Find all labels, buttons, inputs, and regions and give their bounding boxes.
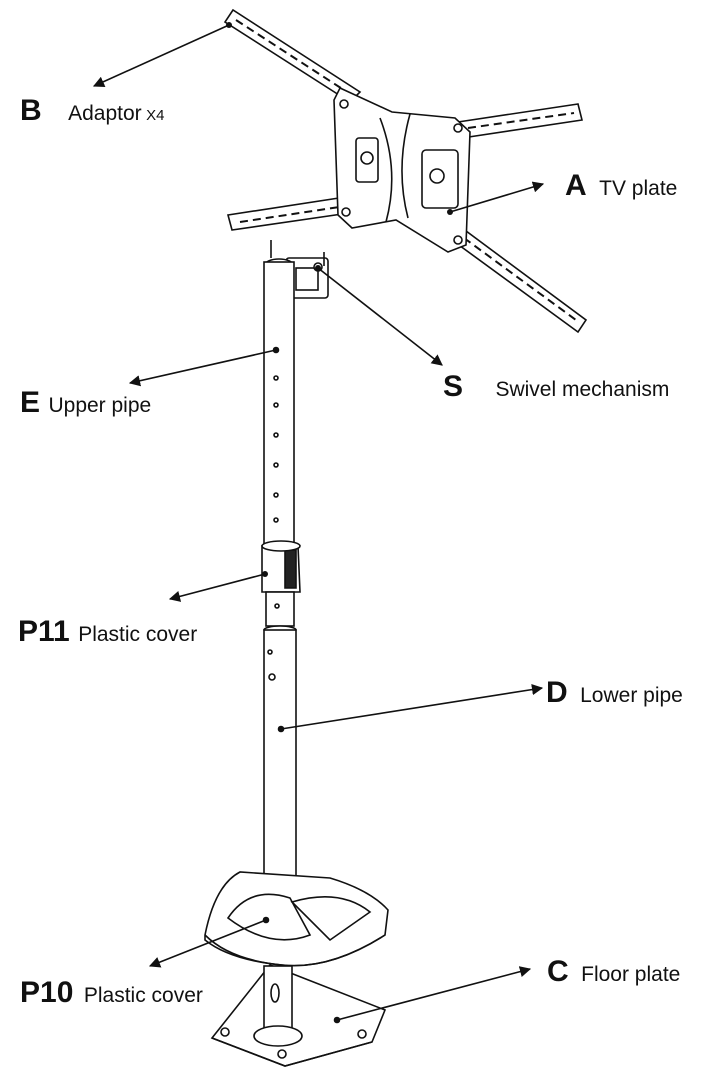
lower-pipe — [263, 625, 297, 911]
plastic-cover-p10 — [204, 871, 389, 967]
label-b-name: Adaptor — [68, 102, 142, 125]
label-a: A TV plate — [565, 171, 677, 201]
leader-d — [280, 684, 544, 730]
label-p10-name: Plastic cover — [83, 984, 203, 1007]
adaptor-arm-top-right — [457, 103, 583, 139]
label-c: C Floor plate — [547, 957, 680, 987]
leader-b — [92, 24, 230, 87]
label-s: S Swivel mechanism — [443, 372, 669, 402]
upper-pipe — [263, 261, 295, 555]
label-d: D Lower pipe — [546, 678, 683, 708]
label-p10-code: P10 — [20, 976, 74, 1009]
leader-p10 — [148, 919, 267, 968]
label-e: E Upper pipe — [20, 388, 151, 418]
leader-e — [128, 349, 277, 387]
leader-c — [336, 966, 532, 1021]
label-e-code: E — [20, 386, 41, 419]
label-s-code: S — [443, 370, 464, 403]
label-e-name: Upper pipe — [48, 394, 152, 417]
leader-p11 — [168, 573, 266, 602]
label-p10: P10 Plastic cover — [20, 978, 203, 1008]
label-d-name: Lower pipe — [580, 684, 683, 707]
label-s-name: Swivel mechanism — [495, 378, 670, 401]
label-p11-code: P11 — [18, 615, 70, 648]
plastic-cover-p11 — [261, 540, 301, 627]
label-d-code: D — [546, 676, 568, 709]
floor-plate — [210, 964, 387, 1067]
adaptor-arm-bottom-right — [450, 226, 588, 334]
leader-a — [449, 181, 545, 213]
leader-s — [317, 267, 443, 366]
label-b-qty: X4 — [146, 107, 165, 124]
leader-lines — [92, 24, 545, 1021]
label-b-code: B — [20, 94, 42, 127]
tv-plate-assembly — [223, 8, 588, 334]
label-a-name: TV plate — [599, 177, 678, 200]
label-p11: P11 Plastic cover — [18, 617, 197, 647]
leader-origin-dots — [226, 22, 453, 1023]
label-b: B Adaptor X4 — [20, 96, 165, 126]
label-a-code: A — [565, 169, 587, 202]
label-p11-name: Plastic cover — [78, 623, 198, 646]
label-c-name: Floor plate — [581, 963, 681, 986]
label-c-code: C — [547, 955, 569, 988]
